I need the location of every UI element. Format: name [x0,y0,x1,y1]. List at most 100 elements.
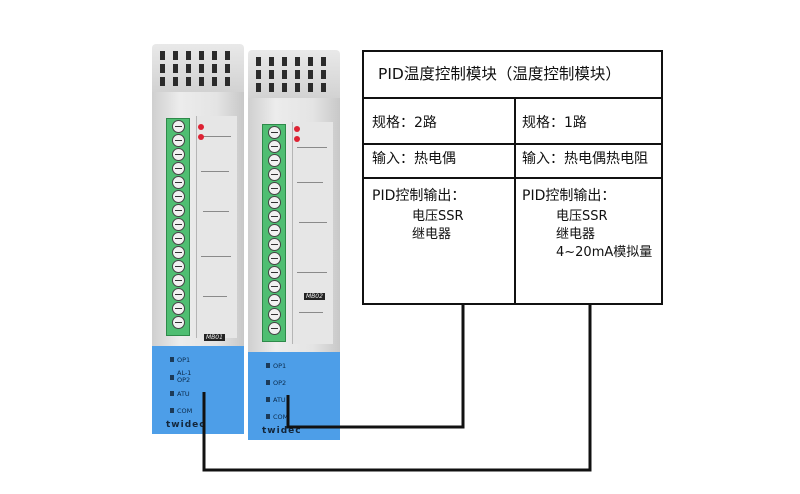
red-indicator-icon [294,126,300,132]
vent-slot [212,51,217,60]
indicator-op2: AL-1 OP2 [177,369,192,384]
screw-icon [267,308,281,321]
vent-slot [269,57,274,66]
vent-slot [282,83,287,92]
screw-icon [267,196,281,209]
screw-icon [171,176,185,189]
indicator-atu: ATU [273,396,286,404]
vent-slot [308,83,313,92]
atu-led-icon [266,397,270,402]
vent-slot [269,83,274,92]
screw-icon [267,210,281,223]
screw-icon [267,168,281,181]
spec-title: PID温度控制模块（温度控制模块） [364,52,661,99]
screw-icon [171,148,185,161]
vent-slot [173,77,178,86]
screw-icon [267,238,281,251]
vent-slot [199,64,204,73]
vent-slot [225,51,230,60]
vent-slot [160,51,165,60]
vent-slot [173,51,178,60]
vent-slot [186,64,191,73]
vent-slot [173,64,178,73]
screw-icon [267,182,281,195]
atu-led-icon [170,391,174,396]
vent-slot [295,83,300,92]
left-output-item: 继电器 [412,227,452,242]
vent-slot [199,77,204,86]
vent-slot [321,57,326,66]
screw-icon [267,140,281,153]
screw-icon [171,120,185,133]
right-spec: 规格：1路 [522,115,587,131]
left-input: 输入：热电偶 [372,151,456,167]
com-led-icon [266,414,270,419]
vent-slot [269,70,274,79]
screw-icon [267,154,281,167]
left-output-item: 电压SSR [412,209,464,224]
vent-slot [282,57,287,66]
indicator-op1: OP1 [177,356,191,364]
screw-icon [267,126,281,139]
right-output-item: 继电器 [556,227,596,242]
vent-slot [225,64,230,73]
spec-table: PID温度控制模块（温度控制模块） 规格：2路 规格：1路 输入：热电偶 输入：… [362,50,663,305]
connector-line-right [202,305,592,472]
vent-slot [160,77,165,86]
vent-slot [186,77,191,86]
screw-icon [171,218,185,231]
right-input: 输入：热电偶热电阻 [522,151,648,167]
circuit-board [196,116,237,338]
terminal-block [166,118,190,336]
vent-slot [295,57,300,66]
vent-top [248,50,340,98]
model-label: MB02 [304,293,325,300]
row-divider [364,143,661,145]
vent-slot [186,51,191,60]
red-indicator-icon [198,134,204,140]
vent-slot [212,64,217,73]
vent-slot [199,51,204,60]
vent-slot [282,70,287,79]
module-mb01: MB01 OP1 AL-1 OP2 ATU COM twidec [152,44,244,434]
indicator-atu: ATU [177,390,190,398]
front-panel: OP1 AL-1 OP2 ATU COM twidec [152,346,244,434]
vent-top [152,44,244,92]
right-output-item: 电压SSR [556,209,608,224]
screw-icon [267,266,281,279]
screw-icon [171,190,185,203]
indicator-op1: OP1 [273,362,287,370]
front-panel: OP1 OP2 ATU COM twidec [248,352,340,440]
screw-icon [171,260,185,273]
screw-icon [267,294,281,307]
screw-icon [267,252,281,265]
model-label: MB01 [204,334,225,341]
screw-icon [171,316,185,329]
left-spec: 规格：2路 [372,115,437,131]
screw-icon [171,232,185,245]
brand-logo: twidec [262,426,302,436]
vent-slot [212,77,217,86]
screw-icon [267,280,281,293]
connector-line-left [286,305,465,429]
vent-slot [321,83,326,92]
red-indicator-icon [294,136,300,142]
screw-icon [171,246,185,259]
brand-logo: twidec [166,420,206,430]
vent-slot [295,70,300,79]
right-output-heading: PID控制输出： [522,188,616,204]
screw-icon [171,134,185,147]
indicator-op2: OP2 [273,379,287,387]
screw-icon [171,204,185,217]
screw-icon [267,224,281,237]
row-divider [364,177,661,179]
vent-slot [308,70,313,79]
right-output-item: 4~20mA模拟量 [556,245,653,260]
screw-icon [171,274,185,287]
left-output-heading: PID控制输出： [372,188,466,204]
indicator-com: COM [177,407,193,415]
circuit-board [292,122,333,344]
vent-slot [256,57,261,66]
